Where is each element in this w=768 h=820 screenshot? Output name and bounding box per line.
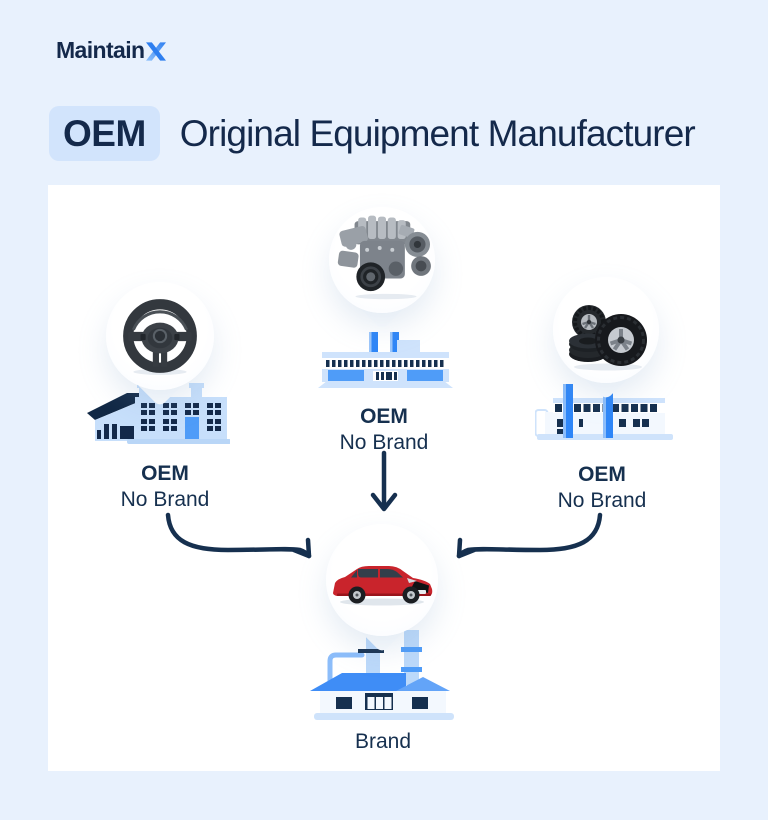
page-title: Original Equipment Manufacturer (179, 112, 696, 154)
factory-illustration-right (535, 384, 673, 440)
tires-image (569, 305, 647, 371)
label-oem-left: OEM No Brand (65, 461, 265, 513)
down-arrow-head (370, 492, 398, 512)
label-line-no-brand: No Brand (120, 488, 210, 511)
curved-arrow-right (456, 512, 603, 559)
engine-image (337, 215, 431, 300)
label-line-oem: OEM (578, 463, 626, 486)
logo-x-icon (146, 42, 167, 61)
label-brand: Brand (354, 730, 412, 753)
curved-arrow-left (165, 512, 312, 559)
oem-badge: OEM (49, 106, 160, 161)
curved-arrow-left-head (291, 537, 312, 559)
car-image (333, 566, 433, 606)
label-line-no-brand: No Brand (557, 489, 647, 512)
maintainx-logo: Maintain (56, 37, 167, 64)
label-line-oem: OEM (141, 462, 189, 485)
title-row: OEM Original Equipment Manufacturer (49, 106, 696, 161)
logo-wordmark: Maintain (56, 37, 145, 63)
label-oem-center: OEM No Brand (284, 404, 484, 456)
bubble-circle (326, 524, 438, 636)
factory-illustration-bottom (310, 630, 454, 720)
bubble-circle (106, 282, 214, 390)
diagram-card: OEM No Brand OEM No Brand OEM No Brand B… (48, 185, 720, 771)
label-line-oem: OEM (360, 405, 408, 428)
label-oem-right: OEM No Brand (502, 462, 702, 514)
curved-arrow-right-head (456, 537, 477, 559)
steering-wheel-image (123, 299, 197, 375)
label-line-no-brand: No Brand (339, 431, 429, 454)
bubble-circle (329, 207, 435, 313)
factory-illustration-center (318, 332, 453, 388)
bubble-circle (553, 277, 659, 383)
